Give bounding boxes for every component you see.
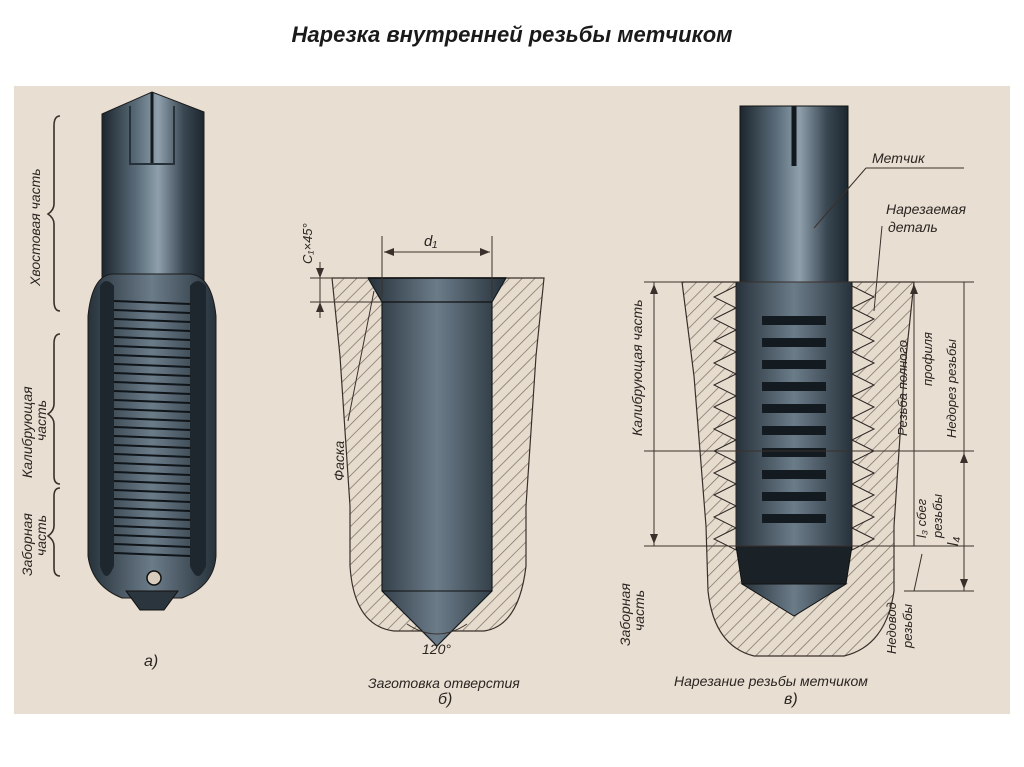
caption-v: в): [784, 691, 798, 708]
tap-thread-ridges: [113, 300, 191, 557]
label-facet: Фаска: [331, 440, 347, 481]
tap-shank: [101, 91, 205, 297]
label-d1: d₁: [424, 233, 437, 250]
drilled-bore: [366, 277, 508, 647]
label-calibrating-part-line2: часть: [33, 400, 49, 441]
caption-a: а): [144, 653, 158, 670]
label-angle-120: 120°: [422, 641, 451, 657]
figure-v-tapping: Метчик Нарезаемая деталь Калибрующая час…: [617, 105, 974, 708]
internal-thread-teeth: [712, 285, 876, 551]
caption-v-text: Нарезание резьбы метчиком: [674, 673, 868, 689]
bracket-calibrating: [46, 333, 61, 485]
bracket-tail: [46, 115, 61, 312]
bracket-intake: [46, 487, 61, 577]
label-calibrating-v: Калибрующая часть: [629, 299, 645, 436]
label-runout-line1: l₃ сбег: [914, 498, 929, 538]
figure-a-tap: Хвостовая часть Калибрующая часть Заборн…: [19, 91, 217, 670]
label-calibrating-part-line1: Калибрующая: [19, 386, 35, 478]
label-intake-v-line2: часть: [631, 590, 647, 631]
label-tail-part: Хвостовая часть: [27, 168, 43, 287]
label-intake-part-line1: Заборная: [19, 513, 35, 576]
label-part-line2: деталь: [888, 219, 938, 235]
label-chamfer-dimension: C₁×45°: [300, 223, 315, 264]
label-intake-part-line2: часть: [33, 515, 49, 556]
tap-intake-tip: [735, 545, 853, 585]
tap-flute-bands: [762, 316, 826, 523]
label-intake-v-line1: Заборная: [617, 583, 633, 646]
label-undercut: Недорез резьбы: [944, 339, 959, 438]
label-part-line1: Нарезаемая: [886, 201, 966, 217]
label-tap: Метчик: [872, 150, 926, 166]
label-incomplete-line2: резьбы: [900, 603, 915, 649]
label-full-profile-line2: профиля: [920, 332, 935, 386]
diagram-plate: Хвостовая часть Калибрующая часть Заборн…: [14, 86, 1010, 714]
caption-b-text: Заготовка отверстия: [368, 675, 520, 691]
label-incomplete-line1: Недовод: [884, 602, 899, 654]
slide-title: Нарезка внутренней резьбы метчиком: [291, 22, 733, 47]
caption-b: б): [438, 691, 452, 708]
label-full-profile-line1: Резьба полного: [895, 340, 910, 436]
label-runout-line2: резьбы: [930, 493, 945, 539]
figure-b-hole-blank: d₁ C₁×45° Фаска 120° Заготовка отверстия…: [300, 223, 545, 708]
label-l4: l₄: [945, 537, 962, 546]
